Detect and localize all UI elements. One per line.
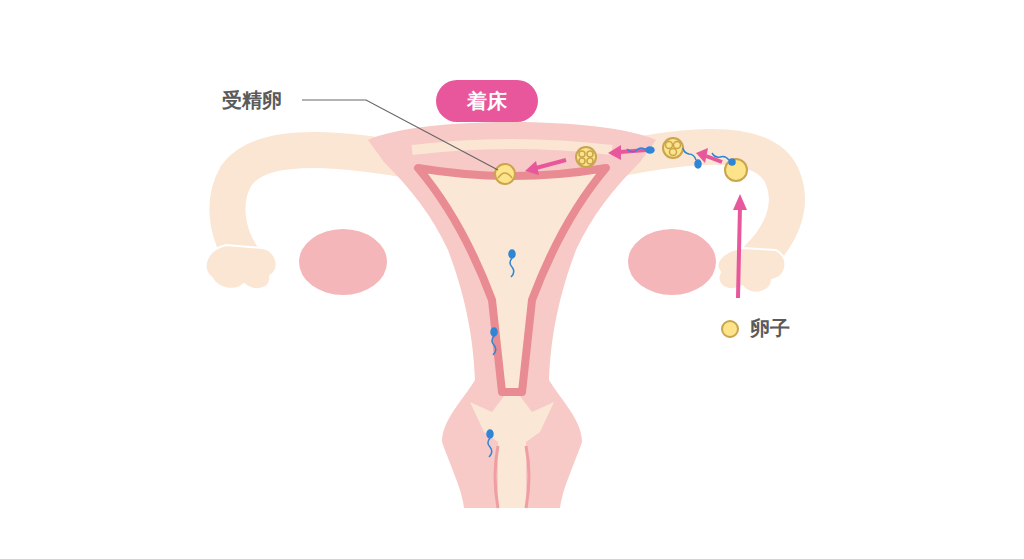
movement-arrow <box>525 145 747 298</box>
implantation-badge: 着床 <box>436 80 538 122</box>
legend-swatch <box>721 320 739 338</box>
ovary <box>299 229 387 295</box>
vaginal-wall <box>495 446 529 508</box>
ovum <box>495 138 747 184</box>
cell-division <box>498 142 681 179</box>
part-label: 受精卵 <box>222 90 282 110</box>
ovary <box>628 229 716 295</box>
vagina <box>470 396 554 508</box>
uterus-wall <box>368 122 656 508</box>
sperm <box>487 147 735 457</box>
uterine-cavity <box>418 168 606 392</box>
legend-text: 卵子 <box>750 318 790 338</box>
badge-text: 着床 <box>467 91 507 111</box>
